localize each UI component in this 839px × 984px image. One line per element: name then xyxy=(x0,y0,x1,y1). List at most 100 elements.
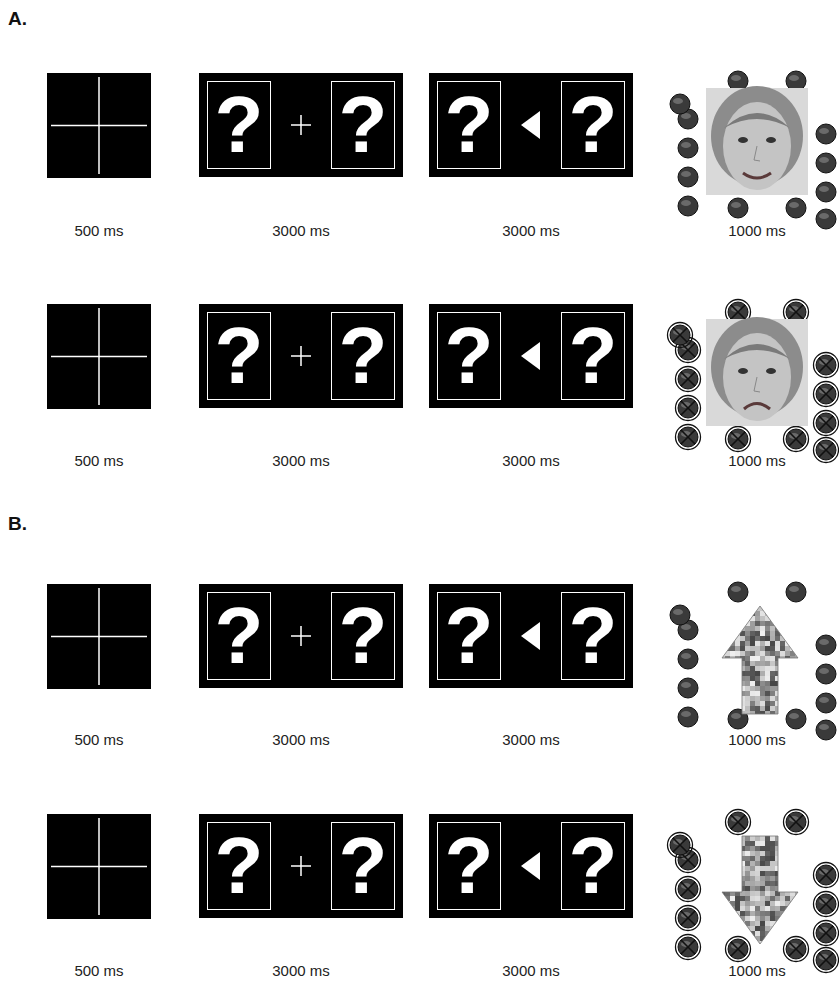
coin xyxy=(668,833,693,858)
fixation-screen xyxy=(47,73,151,178)
duration-label: 500 ms xyxy=(74,731,123,748)
coin xyxy=(814,948,839,973)
question-box: ? xyxy=(207,822,271,910)
coin xyxy=(670,94,690,114)
coin xyxy=(678,196,698,216)
question-box: ? xyxy=(207,81,271,169)
coin xyxy=(676,935,701,960)
coin xyxy=(816,693,836,713)
coin xyxy=(678,167,698,187)
question-mark: ? xyxy=(569,316,618,396)
question-mark: ? xyxy=(569,826,618,906)
question-mark: ? xyxy=(215,316,264,396)
question-mark: ? xyxy=(339,85,388,165)
choice-screen xyxy=(199,73,403,177)
coin xyxy=(678,138,698,158)
coin xyxy=(814,438,839,463)
question-box: ? xyxy=(331,592,395,680)
coin xyxy=(816,209,836,229)
question-mark: ? xyxy=(445,316,494,396)
face-photo xyxy=(706,86,808,195)
fixation-screen xyxy=(47,304,151,409)
question-mark: ? xyxy=(215,596,264,676)
fixation-cross xyxy=(98,308,100,405)
coin xyxy=(784,937,809,962)
cue-arrow xyxy=(521,342,540,370)
question-box: ? xyxy=(331,312,395,400)
panel-letter: B. xyxy=(8,513,27,535)
question-mark: ? xyxy=(569,596,618,676)
question-box: ? xyxy=(561,822,625,910)
duration-label: 3000 ms xyxy=(272,962,330,979)
duration-label: 1000 ms xyxy=(728,452,786,469)
coin xyxy=(816,182,836,202)
choice-screen xyxy=(429,304,633,408)
coin xyxy=(816,664,836,684)
coin xyxy=(676,396,701,421)
coin xyxy=(816,124,836,144)
coin xyxy=(670,605,690,625)
question-box: ? xyxy=(437,822,501,910)
coin xyxy=(816,635,836,655)
question-mark: ? xyxy=(215,826,264,906)
question-mark: ? xyxy=(339,826,388,906)
question-box: ? xyxy=(207,592,271,680)
coin xyxy=(816,720,836,740)
coin xyxy=(668,323,693,348)
duration-label: 1000 ms xyxy=(728,222,786,239)
coin xyxy=(814,353,839,378)
question-mark: ? xyxy=(339,596,388,676)
choice-screen xyxy=(429,814,633,918)
coin xyxy=(786,709,806,729)
coin xyxy=(816,153,836,173)
coin xyxy=(814,892,839,917)
question-mark: ? xyxy=(339,316,388,396)
question-box: ? xyxy=(561,312,625,400)
question-box: ? xyxy=(437,81,501,169)
duration-label: 3000 ms xyxy=(502,962,560,979)
coin xyxy=(726,937,751,962)
question-box: ? xyxy=(331,822,395,910)
coin xyxy=(784,427,809,452)
duration-label: 3000 ms xyxy=(502,731,560,748)
coin xyxy=(726,810,751,835)
coin xyxy=(728,582,748,602)
duration-label: 500 ms xyxy=(74,962,123,979)
duration-label: 1000 ms xyxy=(728,731,786,748)
fixation-cross xyxy=(291,856,311,876)
question-mark: ? xyxy=(569,85,618,165)
coin xyxy=(728,198,748,218)
duration-label: 3000 ms xyxy=(502,452,560,469)
question-box: ? xyxy=(437,592,501,680)
question-mark: ? xyxy=(215,85,264,165)
duration-label: 1000 ms xyxy=(728,962,786,979)
panel-letter: A. xyxy=(8,8,27,30)
choice-screen xyxy=(429,584,633,688)
question-box: ? xyxy=(437,312,501,400)
coin xyxy=(726,427,751,452)
coin xyxy=(678,649,698,669)
coin xyxy=(678,678,698,698)
cue-arrow xyxy=(521,622,540,650)
coin xyxy=(678,707,698,727)
question-box: ? xyxy=(207,312,271,400)
choice-screen xyxy=(199,814,403,918)
coin xyxy=(676,367,701,392)
choice-screen xyxy=(199,304,403,408)
fixation-cross xyxy=(98,818,100,915)
fixation-cross xyxy=(98,77,100,174)
face-photo xyxy=(706,317,808,426)
cue-arrow xyxy=(521,111,540,139)
trial-row xyxy=(47,582,836,740)
fixation-screen xyxy=(47,584,151,689)
duration-label: 500 ms xyxy=(74,222,123,239)
fixation-cross xyxy=(291,346,311,366)
arrow-outline xyxy=(722,836,798,944)
question-box: ? xyxy=(331,81,395,169)
coin xyxy=(786,198,806,218)
arrow-stimulus xyxy=(720,606,800,716)
coin xyxy=(814,921,839,946)
question-box: ? xyxy=(561,592,625,680)
coin xyxy=(814,411,839,436)
